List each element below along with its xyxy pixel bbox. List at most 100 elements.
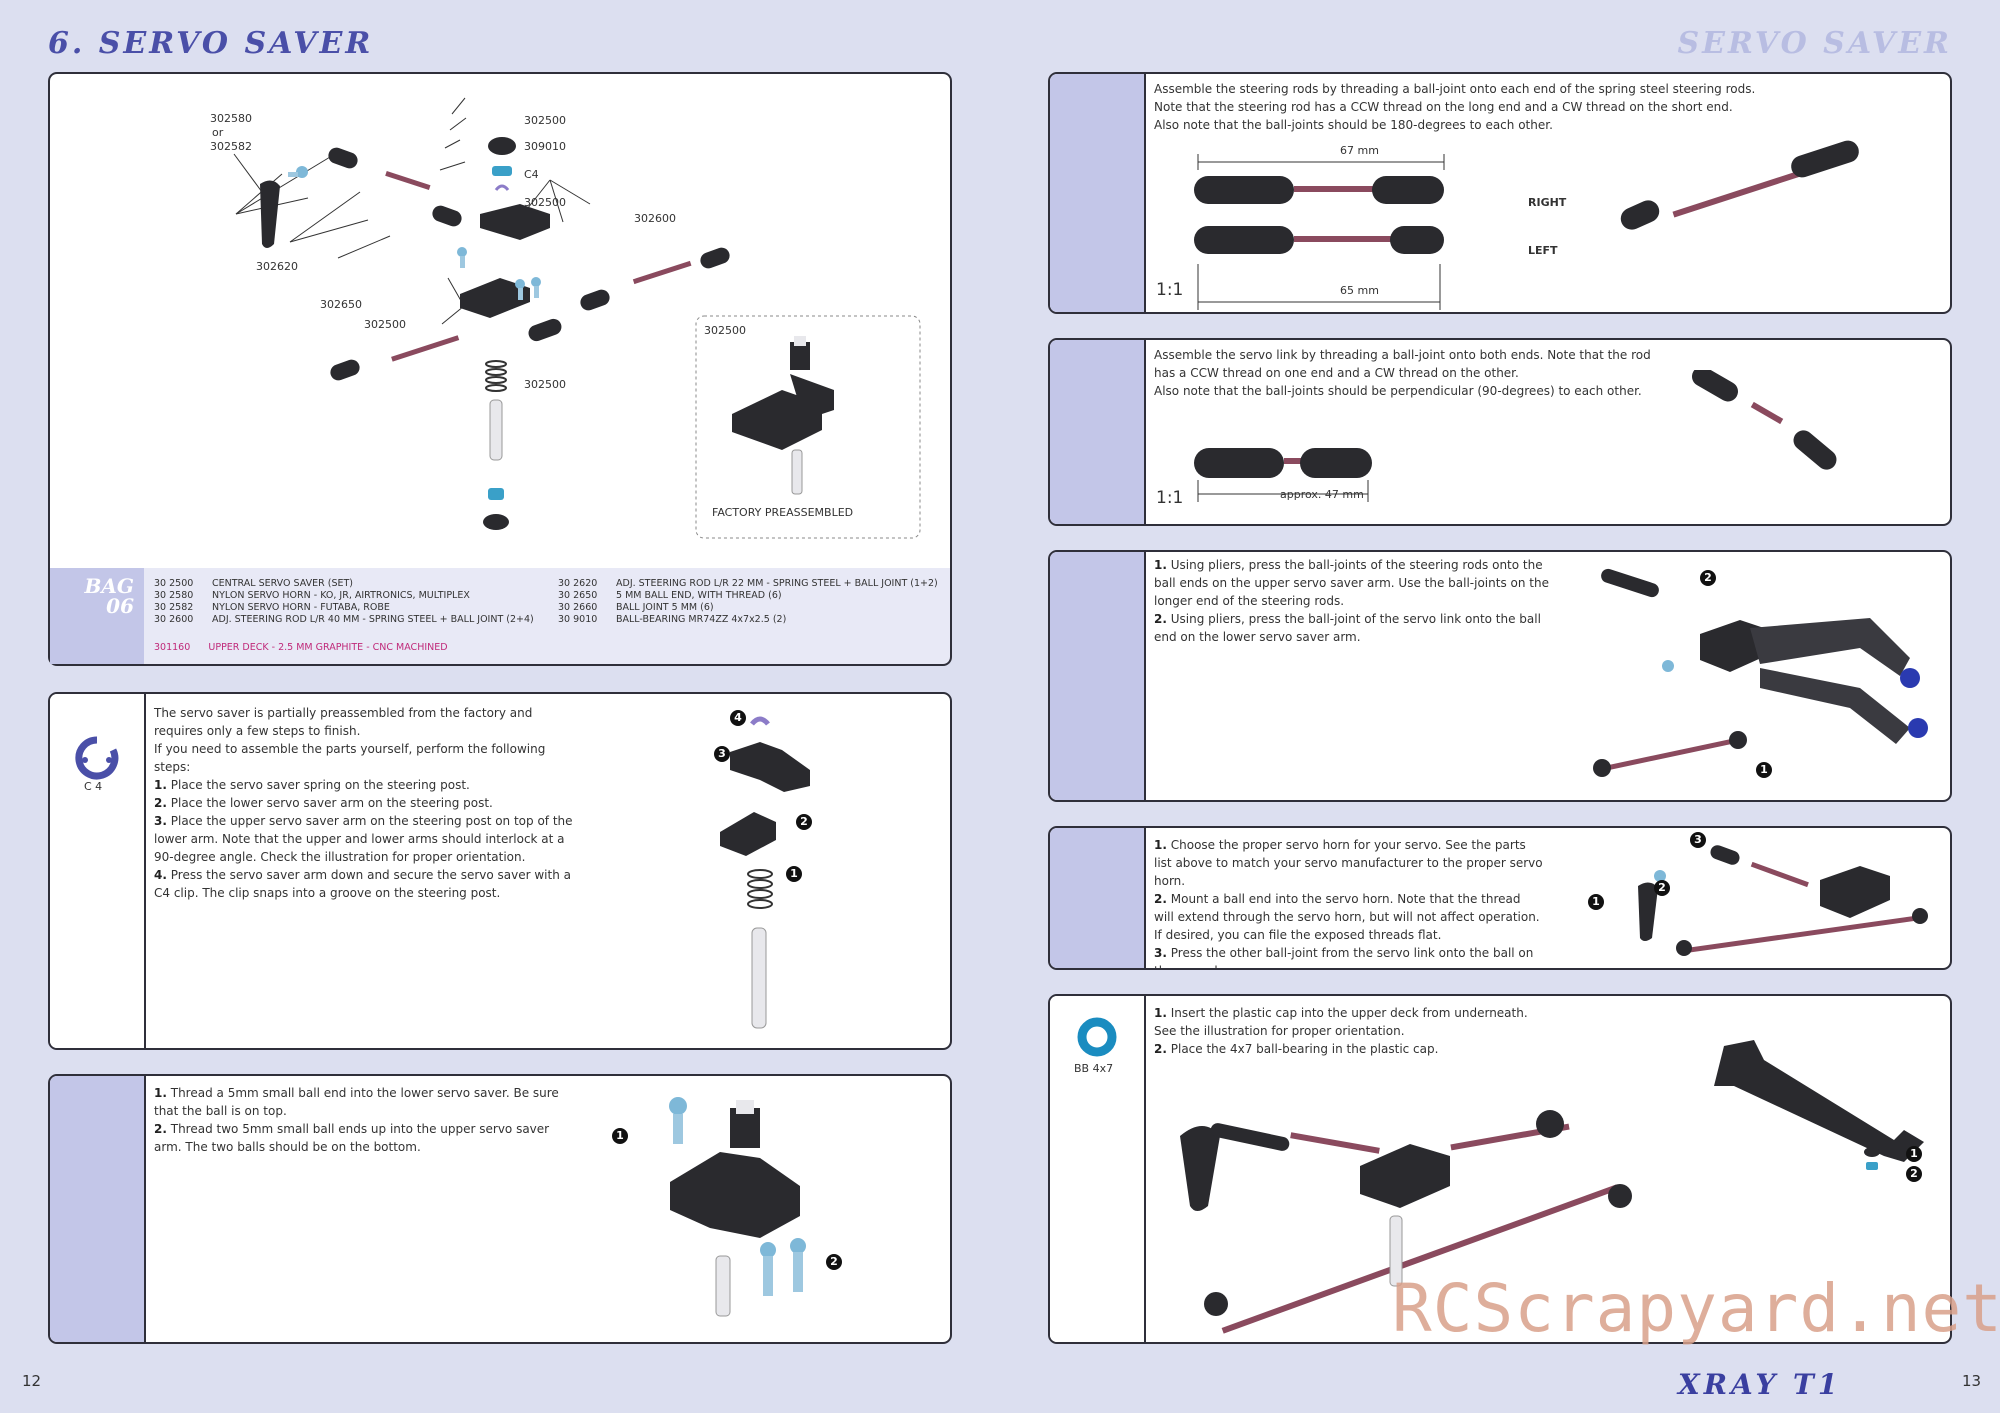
page-number-right: 13 bbox=[1962, 1372, 1982, 1390]
part-desc: ADJ. STEERING ROD L/R 22 MM - SPRING STE… bbox=[616, 578, 938, 589]
part-desc: NYLON SERVO HORN - FUTABA, ROBE bbox=[212, 602, 390, 613]
dimension-label: approx. 47 mm bbox=[1280, 488, 1364, 501]
step-strip bbox=[1050, 828, 1146, 968]
table-row: 30 2620 ADJ. STEERING ROD L/R 22 MM - SPR… bbox=[558, 578, 944, 590]
step-item: 2. Using pliers, press the ball-joint of… bbox=[1154, 612, 1541, 644]
page-number-left: 12 bbox=[22, 1372, 42, 1390]
step-text: 1. Insert the plastic cap into the upper… bbox=[1154, 1004, 1544, 1058]
table-row: 30 2582 NYLON SERVO HORN - FUTABA, ROBE bbox=[154, 602, 540, 614]
step-pliers-panel: 1. Using pliers, press the ball-joints o… bbox=[1048, 550, 1952, 802]
step-text: Assemble the servo link by threading a b… bbox=[1154, 346, 1934, 400]
step-item: 3. Place the upper servo saver arm on th… bbox=[154, 814, 573, 864]
part-code: 30 2580 bbox=[154, 590, 194, 601]
step-strip bbox=[1050, 552, 1146, 800]
part-code: 30 2660 bbox=[558, 602, 598, 613]
upper-deck-illustration bbox=[1180, 1040, 1924, 1334]
step-text: The servo saver is partially preassemble… bbox=[154, 704, 574, 902]
step-text: 1. Thread a 5mm small ball end into the … bbox=[154, 1084, 574, 1156]
part-label-or: or bbox=[212, 126, 224, 139]
step-strip bbox=[50, 1076, 146, 1342]
ball-bearing-icon bbox=[1077, 1017, 1117, 1057]
part-label: C4 bbox=[524, 168, 539, 181]
step-item: 4. Press the servo saver arm down and se… bbox=[154, 868, 571, 900]
icon-label: BB 4x7 bbox=[1074, 1062, 1114, 1075]
part-label: 302620 bbox=[256, 260, 298, 273]
steering-rods-drawing bbox=[1194, 140, 1859, 310]
dimension-label: 65 mm bbox=[1340, 284, 1379, 297]
parts-table-right: 30 2620 ADJ. STEERING ROD L/R 22 MM - SPR… bbox=[558, 578, 944, 626]
step-number-badge: 3 bbox=[714, 746, 730, 762]
part-code: 30 2620 bbox=[558, 578, 598, 589]
page-title-right: SERVO SAVER bbox=[1677, 26, 1952, 61]
part-code: 30 2600 bbox=[154, 614, 194, 625]
part-desc: NYLON SERVO HORN - KO, JR, AIRTRONICS, M… bbox=[212, 590, 470, 601]
step-number-badge: 1 bbox=[612, 1128, 628, 1144]
step-item: 2. Place the lower servo saver arm on th… bbox=[154, 796, 493, 810]
step-strip bbox=[1050, 340, 1146, 524]
step-strip: C 4 bbox=[50, 694, 146, 1048]
step-text: 1. Choose the proper servo horn for your… bbox=[1154, 836, 1544, 968]
step-strip bbox=[1050, 74, 1146, 312]
step-number-badge: 2 bbox=[1654, 880, 1670, 896]
step-line: Assemble the servo link by threading a b… bbox=[1154, 348, 1651, 362]
step-number-badge: 2 bbox=[1700, 570, 1716, 586]
part-code: 30 9010 bbox=[558, 614, 598, 625]
step-text: Assemble the steering rods by threading … bbox=[1154, 80, 1934, 134]
table-row: 30 2580 NYLON SERVO HORN - KO, JR, AIRTRO… bbox=[154, 590, 540, 602]
bag-tab: BAG 06 bbox=[50, 568, 144, 664]
part-label: 302600 bbox=[634, 212, 676, 225]
exploded-parts-diagram bbox=[233, 97, 921, 539]
step-text: 1. Using pliers, press the ball-joints o… bbox=[1154, 556, 1554, 646]
intro-text: If you need to assemble the parts yourse… bbox=[154, 742, 546, 774]
step-item: 1. Insert the plastic cap into the upper… bbox=[1154, 1006, 1528, 1038]
servo-horn-illustration bbox=[1638, 845, 1928, 956]
part-label: 302500 bbox=[524, 196, 566, 209]
part-desc: ADJ. STEERING ROD L/R 40 MM - SPRING STE… bbox=[212, 614, 534, 625]
brand-logo: XRAY T1 bbox=[1678, 1368, 1842, 1401]
step-c4-panel: C 4 The servo saver is partially preasse… bbox=[48, 692, 952, 1050]
exploded-diagram-panel: 302580 or 302582 302500 309010 C4 302500… bbox=[48, 72, 952, 572]
table-row: 30 2660 BALL JOINT 5 MM (6) bbox=[558, 602, 944, 614]
part-label: 302582 bbox=[210, 140, 252, 153]
step-line: Assemble the steering rods by threading … bbox=[1154, 82, 1756, 96]
part-desc: BALL JOINT 5 MM (6) bbox=[616, 602, 714, 613]
c4-clip-icon bbox=[75, 736, 119, 780]
part-code: 30 2650 bbox=[558, 590, 598, 601]
step-item: 1. Place the servo saver spring on the s… bbox=[154, 778, 470, 792]
upgrade-desc: UPPER DECK - 2.5 MM GRAPHITE - CNC MACHI… bbox=[208, 642, 448, 653]
upgrade-code: 301160 bbox=[154, 642, 191, 653]
bag-number: 06 bbox=[106, 594, 134, 618]
step-number-badge: 1 bbox=[1906, 1146, 1922, 1162]
part-label: 309010 bbox=[524, 140, 566, 153]
inset-label: 302500 bbox=[704, 324, 746, 337]
step-line: Also note that the ball-joints should be… bbox=[1154, 118, 1553, 132]
step-upper-deck-panel: BB 4x7 1. Insert the plastic cap into th… bbox=[1048, 994, 1952, 1344]
step-item: 2. Thread two 5mm small ball ends up int… bbox=[154, 1122, 550, 1154]
part-label: 302500 bbox=[524, 378, 566, 391]
page-title: 6. SERVO SAVER bbox=[48, 26, 374, 61]
table-row: 30 2600 ADJ. STEERING ROD L/R 40 MM - SPR… bbox=[154, 614, 540, 626]
step-line: Note that the steering rod has a CCW thr… bbox=[1154, 100, 1733, 114]
step-item: 1. Choose the proper servo horn for your… bbox=[1154, 838, 1543, 888]
part-label: 302500 bbox=[364, 318, 406, 331]
step-line: has a CCW thread on one end and a CW thr… bbox=[1154, 366, 1519, 380]
rod-label-right: RIGHT bbox=[1528, 196, 1567, 209]
step-number-badge: 3 bbox=[1690, 832, 1706, 848]
part-label: 302650 bbox=[320, 298, 362, 311]
step-item: 2. Place the 4x7 ball-bearing in the pla… bbox=[1154, 1042, 1439, 1056]
part-desc: 5 MM BALL END, WITH THREAD (6) bbox=[616, 590, 782, 601]
pliers-illustration bbox=[1593, 568, 1928, 777]
step-servo-horn-panel: 1. Choose the proper servo horn for your… bbox=[1048, 826, 1952, 970]
step-number-badge: 1 bbox=[1588, 894, 1604, 910]
inset-caption: FACTORY PREASSEMBLED bbox=[712, 506, 854, 519]
upgrade-part: 301160 UPPER DECK - 2.5 MM GRAPHITE - CN… bbox=[154, 642, 448, 653]
step-line: Also note that the ball-joints should be… bbox=[1154, 384, 1642, 398]
step-number-badge: 2 bbox=[826, 1254, 842, 1270]
part-code: 30 2582 bbox=[154, 602, 194, 613]
bag-label: BAG bbox=[84, 574, 134, 598]
step-number-badge: 2 bbox=[796, 814, 812, 830]
